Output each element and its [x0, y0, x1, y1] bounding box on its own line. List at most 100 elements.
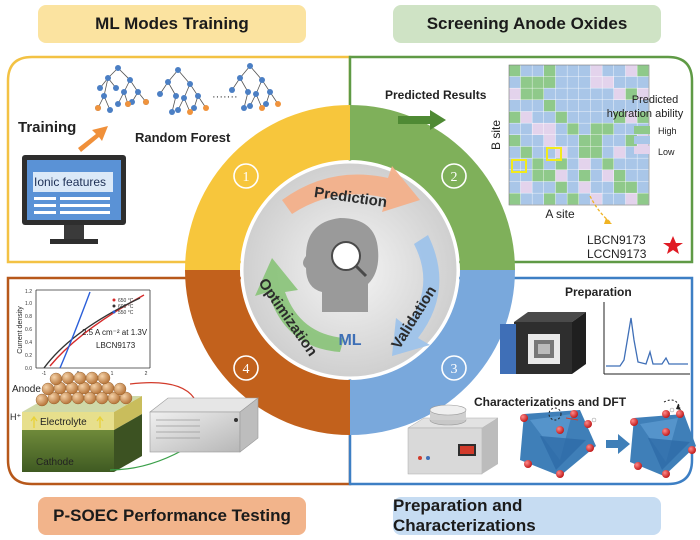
heatmap-cell	[520, 100, 532, 112]
characterizations-label: Characterizations and DFT	[474, 395, 627, 409]
heatmap-cell	[637, 111, 649, 123]
heatmap-cell	[544, 76, 556, 88]
anode-label: Anode	[12, 384, 41, 395]
y-tick: 0.0	[25, 366, 32, 372]
heatmap-cell	[625, 181, 637, 193]
legend-title-line2: hydration ability	[607, 108, 684, 120]
highlight-box-1	[511, 159, 527, 173]
heatmap-cell	[614, 181, 626, 193]
banner-ml-training: ML Modes Training	[38, 5, 306, 43]
heatmap-cell	[544, 88, 556, 100]
heatmap-cell	[544, 135, 556, 147]
curve-600	[43, 297, 141, 369]
heatmap-cell	[567, 135, 579, 147]
heatmap-cell	[625, 123, 637, 135]
number-badge-1: 1	[233, 163, 259, 189]
heatmap-cell	[625, 146, 637, 158]
heatmap-cell	[602, 123, 614, 135]
heatmap-cell	[532, 111, 544, 123]
heatmap-cell	[614, 111, 626, 123]
heatmap-cell	[590, 146, 602, 158]
legend-swatch-low	[634, 146, 650, 154]
heatmap-cell	[555, 100, 567, 112]
proton-label: H⁺	[10, 412, 21, 422]
heatmap-cell	[602, 65, 614, 77]
prediction-arrow	[282, 166, 420, 214]
heatmap-cell	[602, 111, 614, 123]
svg-text:3: 3	[451, 362, 458, 377]
y-tick: 1.2	[25, 289, 32, 295]
heatmap-cell	[532, 123, 544, 135]
random-forest-label: Random Forest	[135, 130, 231, 145]
heatmap-cell	[614, 193, 626, 205]
heatmap-cell	[567, 88, 579, 100]
heatmap-cell	[590, 158, 602, 170]
heatmap-cell	[602, 181, 614, 193]
heatmap-cell	[567, 65, 579, 77]
heatmap-cell	[579, 181, 591, 193]
optimization-arrow	[255, 258, 344, 352]
y-tick: 0.4	[25, 340, 32, 346]
heatmap-cell	[509, 76, 521, 88]
heatmap-cell	[637, 181, 649, 193]
heatmap-cell	[532, 170, 544, 182]
preparation-label: Preparation	[565, 285, 632, 299]
y-tick: 0.6	[25, 327, 32, 333]
legend-swatch-high	[634, 126, 650, 134]
heatmap-cell	[567, 100, 579, 112]
legend-low-label: Low	[658, 147, 675, 157]
training-label: Training	[18, 119, 76, 136]
heatmap-cell	[637, 76, 649, 88]
heatmap-cell	[532, 181, 544, 193]
heatmap-cell	[602, 193, 614, 205]
trees-ellipsis: ·······	[212, 91, 238, 103]
crystal-structure-after	[630, 399, 696, 478]
heatmap-cell	[509, 158, 521, 170]
legend-650: 650 °C	[118, 298, 134, 304]
heatmap-cell	[509, 111, 521, 123]
performance-annotation: 2.5 A cm⁻² at 1.3V	[82, 328, 148, 337]
head-silhouette-icon	[303, 218, 379, 312]
sample-label: LBCN9173	[96, 341, 136, 350]
heatmap-cell	[509, 170, 521, 182]
heatmap-cell	[637, 65, 649, 77]
heatmap-cell	[544, 111, 556, 123]
heatmap-cell	[590, 181, 602, 193]
heatmap-cell	[520, 170, 532, 182]
ring-segment-2	[350, 105, 515, 270]
candidate-2: LCCN9173	[587, 247, 647, 261]
heatmap-cell	[555, 111, 567, 123]
heatmap-cell	[602, 158, 614, 170]
hydration-heatmap	[509, 65, 649, 205]
banner-screening: Screening Anode Oxides	[393, 5, 661, 43]
heatmap-cell	[637, 193, 649, 205]
heatmap-cell	[590, 111, 602, 123]
heatmap-cell	[614, 135, 626, 147]
heatmap-cell	[567, 181, 579, 193]
curve-550	[59, 291, 91, 369]
monitor-icon	[22, 155, 126, 244]
candidate-1: LBCN9173	[587, 233, 646, 247]
heatmap-cell	[637, 88, 649, 100]
heatmap-cell	[544, 123, 556, 135]
heatmap-cell	[614, 123, 626, 135]
xrd-pattern-chart	[603, 302, 690, 375]
b-site-label: B site	[489, 120, 503, 150]
cathode-label: Cathode	[36, 457, 74, 468]
legend-swatch-mid	[634, 136, 650, 144]
heatmap-cell	[509, 193, 521, 205]
heatmap-cell	[520, 65, 532, 77]
heatmap-cell	[520, 76, 532, 88]
heatmap-cell	[590, 123, 602, 135]
heatmap-cell	[590, 88, 602, 100]
number-badge-2: 2	[441, 163, 467, 189]
x-tick: 1	[111, 371, 114, 377]
heatmap-cell	[625, 135, 637, 147]
heatmap-cell	[579, 158, 591, 170]
heatmap-cell	[579, 170, 591, 182]
legend-550: 550 °C	[118, 310, 134, 316]
heatmap-cell	[625, 193, 637, 205]
heatmap-cell	[625, 158, 637, 170]
heatmap-cell	[614, 88, 626, 100]
heatmap-cell	[625, 76, 637, 88]
